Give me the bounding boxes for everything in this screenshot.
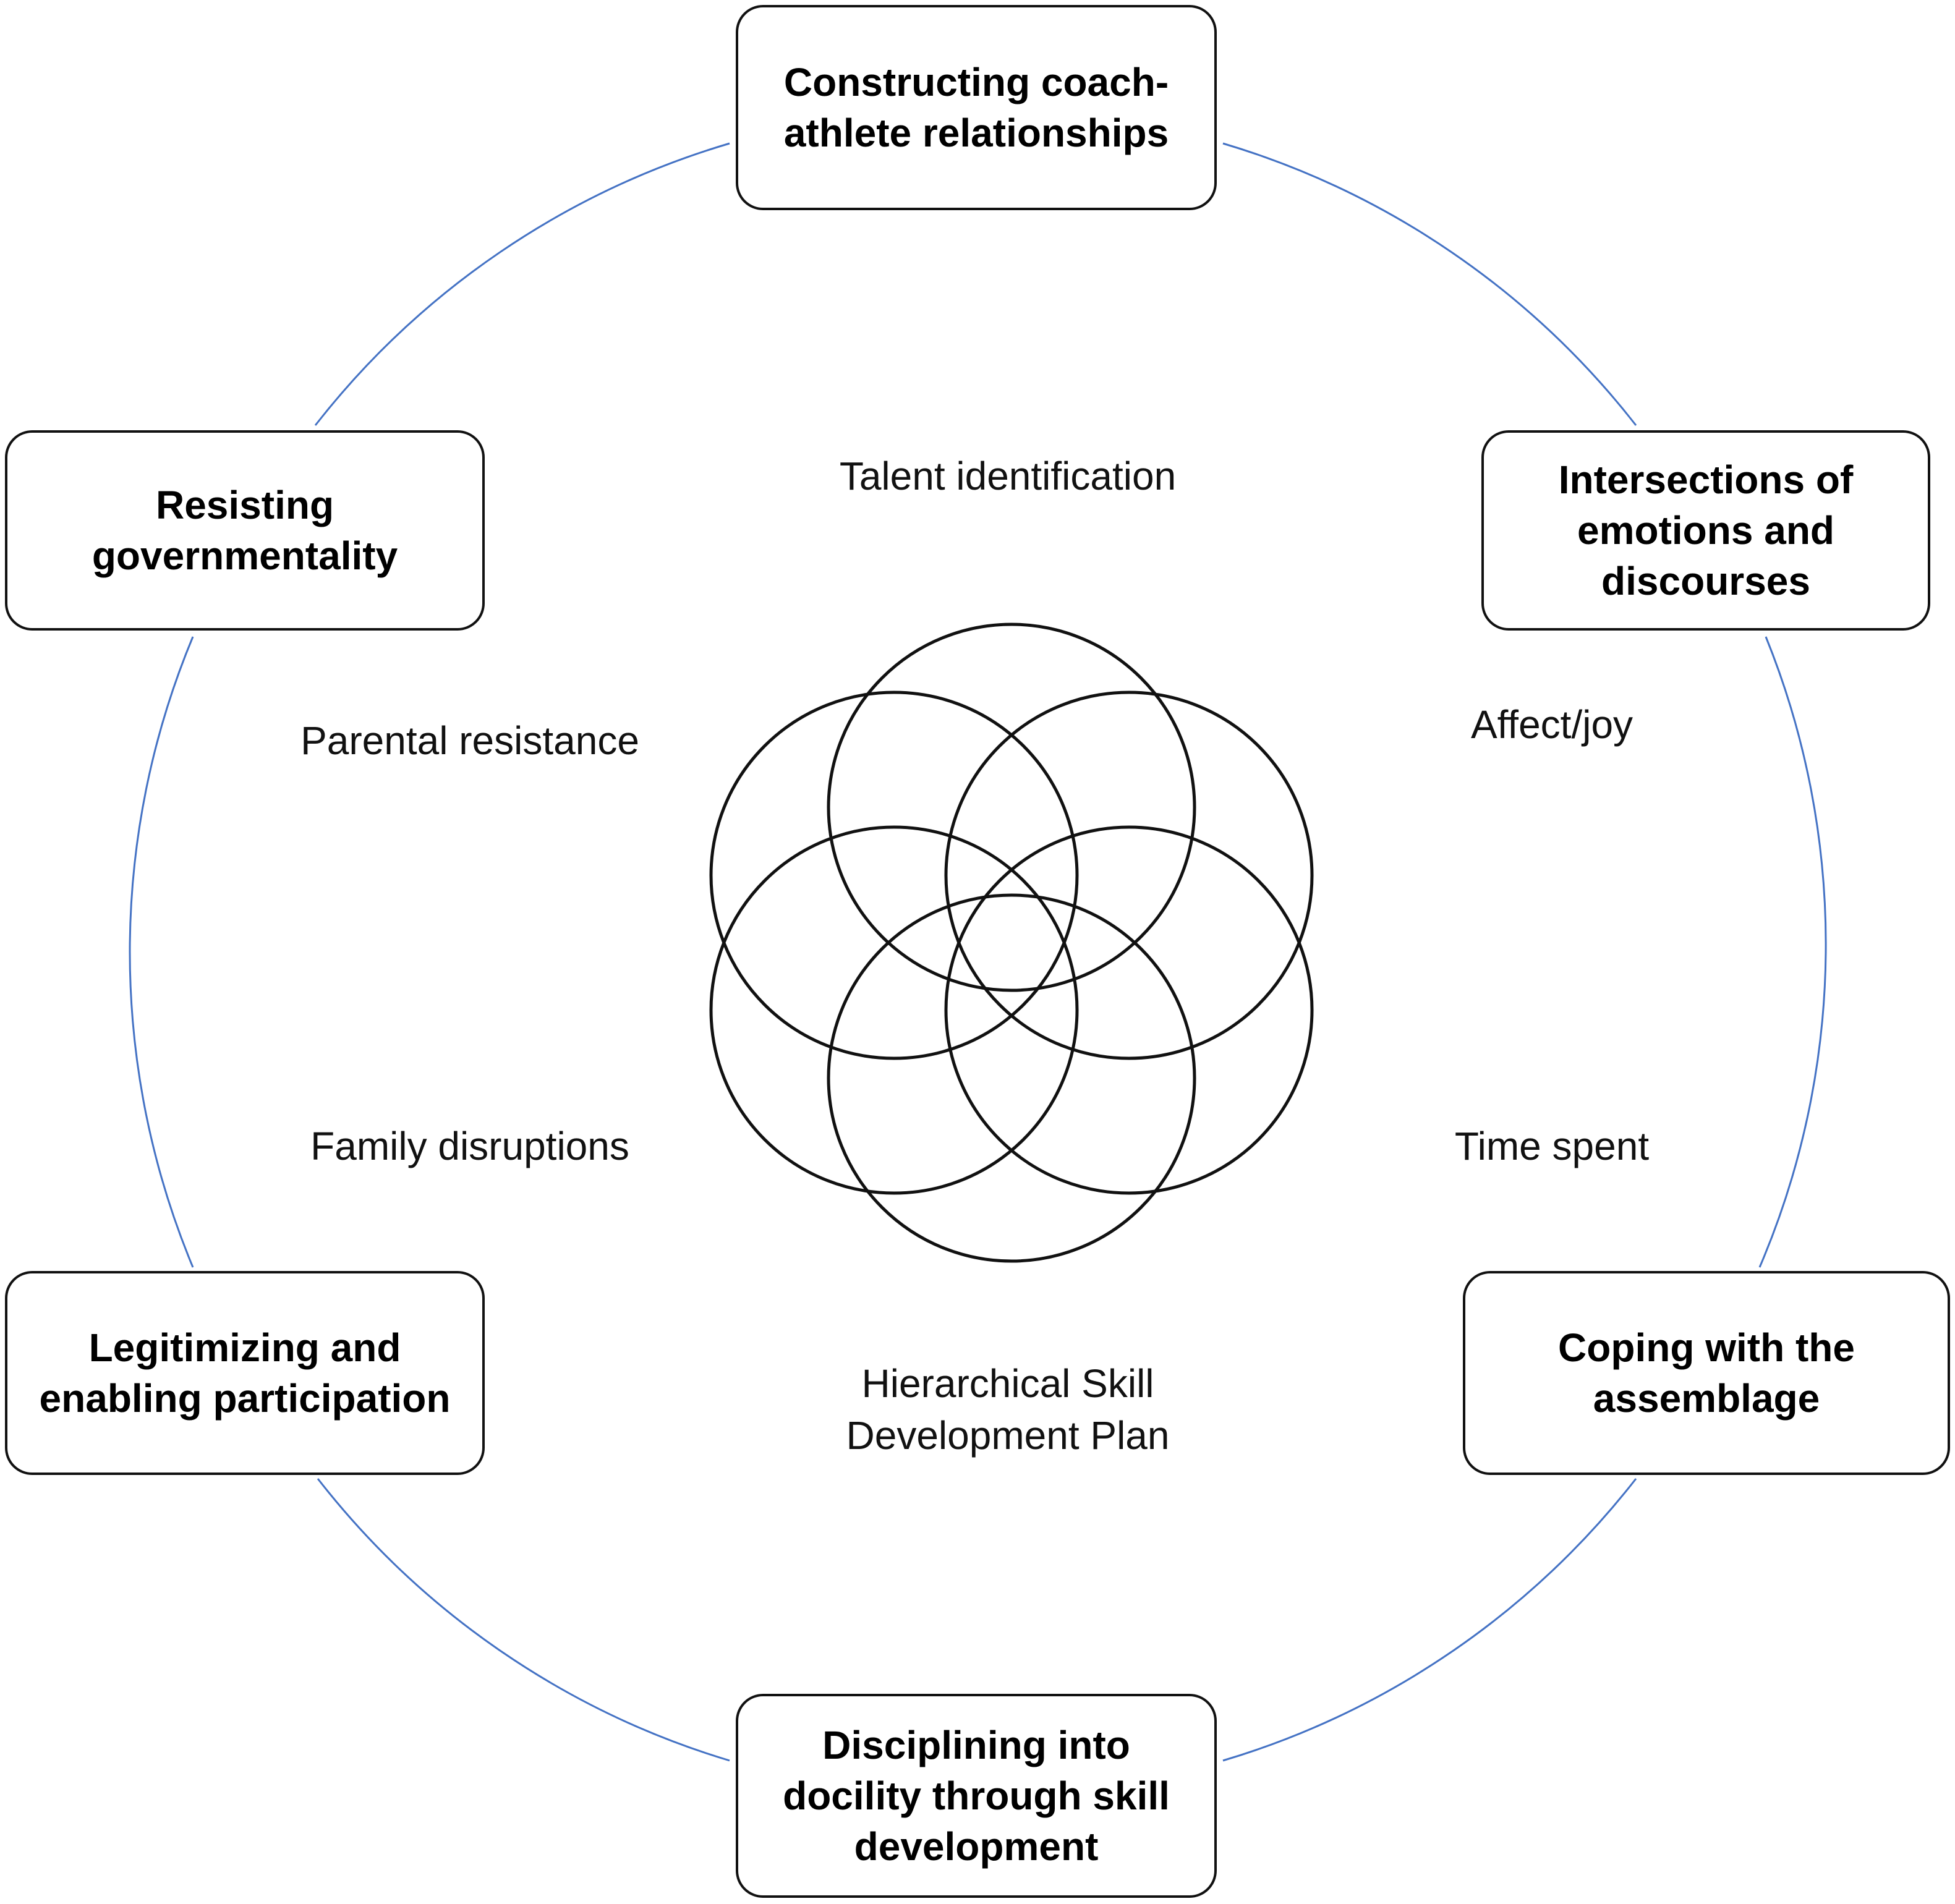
theme-box-upper-left: Resisting governmentality (5, 430, 485, 631)
theme-box-bottom: Disciplining into docility through skill… (736, 1694, 1217, 1898)
flower-circle-bottom (827, 893, 1196, 1263)
theme-lower-right-text: Coping with the assemblage (1558, 1325, 1855, 1421)
label-family-disruptions: Family disruptions (310, 1124, 629, 1168)
flower-circle-top (827, 623, 1196, 992)
flower-circle-lower-left (709, 825, 1079, 1195)
central-flower (709, 623, 1314, 1263)
theme-box-top: Constructing coach- athlete relationship… (736, 5, 1217, 210)
theme-upper-right-text: Intersections of emotions and discourses (1558, 457, 1854, 603)
theme-lower-left-text: Legitimizing and enabling participation (39, 1325, 451, 1421)
label-talent-identification: Talent identification (839, 454, 1177, 498)
label-parental-resistance: Parental resistance (300, 718, 639, 763)
theme-top-text: Constructing coach- athlete relationship… (783, 60, 1169, 155)
connector-top-upper-right (1222, 142, 1637, 426)
flower-circle-upper-right (944, 691, 1314, 1060)
label-hierarchical-plan: Hierarchical Skill Development Plan (846, 1361, 1170, 1458)
label-time-spent: Time spent (1454, 1124, 1650, 1168)
connector-top-upper-left (314, 142, 730, 426)
flower-circle-lower-right (944, 825, 1314, 1195)
theme-box-lower-right: Coping with the assemblage (1463, 1271, 1950, 1475)
outer-ring-connectors (129, 142, 1827, 1762)
theme-box-upper-right: Intersections of emotions and discourses (1481, 430, 1930, 631)
connector-lower-left-bottom (317, 1478, 730, 1762)
theme-upper-left-text: Resisting governmentality (92, 483, 398, 578)
connector-lower-right-bottom (1222, 1478, 1637, 1762)
connector-upper-left-lower-left (129, 636, 194, 1268)
flower-circle-upper-left (709, 691, 1079, 1060)
connector-upper-right-lower-right (1758, 636, 1827, 1268)
theme-box-lower-left: Legitimizing and enabling participation (5, 1271, 485, 1475)
theme-bottom-text: Disciplining into docility through skill… (783, 1723, 1170, 1869)
label-affect-joy: Affect/joy (1470, 702, 1633, 747)
